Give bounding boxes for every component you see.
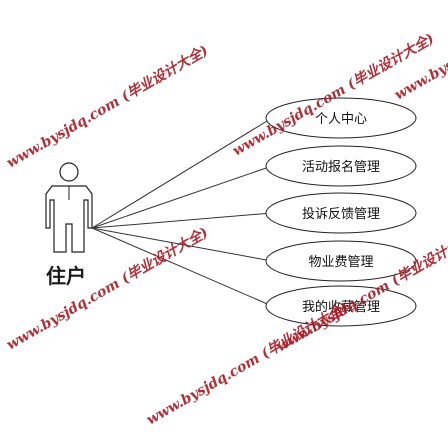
actor-head (59, 162, 79, 182)
watermark: www.bysjdq.com (毕业设计大全) (144, 299, 351, 429)
assoc-line-activity-signup (91, 165, 273, 229)
assoc-line-complaint-feedback (91, 212, 273, 229)
use-case-activity-signup: 活动报名管理 (265, 145, 417, 187)
assoc-line-property-fee (91, 227, 273, 262)
use-case-my-favorites: 我的收藏管理 (265, 285, 417, 327)
use-case-personal-center: 个人中心 (265, 97, 417, 139)
use-case-label: 活动报名管理 (302, 159, 380, 175)
use-case-ellipse (265, 97, 417, 139)
use-case-ellipse (265, 285, 417, 327)
use-case-label: 个人中心 (315, 112, 367, 127)
assoc-line-my-favorites (91, 227, 273, 307)
use-case-label: 物业费管理 (308, 255, 373, 270)
watermark: www.bysjdq.com (毕业设计大全) (4, 42, 211, 172)
actor-label: 住户 (46, 264, 86, 288)
use-case-label: 我的收藏管理 (302, 299, 380, 315)
use-case-property-fee: 物业费管理 (265, 240, 417, 282)
use-case-ellipse (265, 192, 417, 234)
associations (91, 117, 273, 307)
use-case-ellipse (265, 240, 417, 282)
watermark: www.bysjdq.com (毕业设计大全) (4, 224, 211, 354)
assoc-line-personal-center (91, 117, 273, 229)
use-case-complaint-feedback: 投诉反馈管理 (265, 192, 417, 234)
use-case-label: 投诉反馈管理 (302, 206, 380, 222)
actor-figure (45, 162, 93, 253)
use-case-ellipse (265, 145, 417, 187)
